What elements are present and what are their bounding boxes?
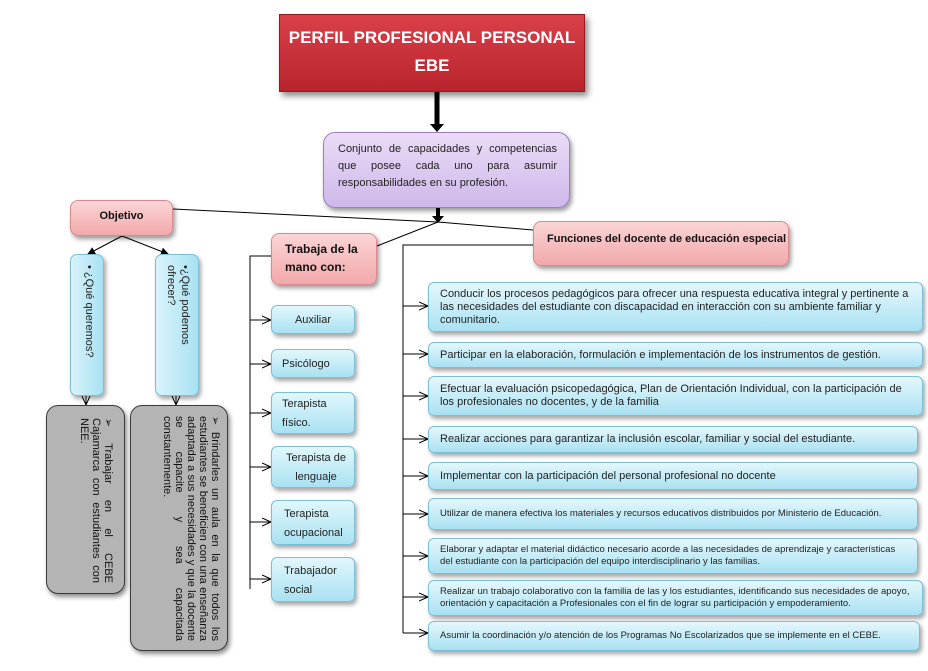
trabaja-box: Trabaja de la mano con: [271,233,377,285]
funcion-item-9: Asumir la coordinación y/o atención de l… [428,621,920,651]
funciones-box: Funciones del docente de educación espec… [533,221,789,266]
funcion-item-1: Conducir los procesos pedagógicos para o… [428,282,923,332]
question-text-1: • ¿Qué queremos? [83,265,95,358]
funcion-item-2: Participar en la elaboración, formulació… [428,342,923,368]
answer-text-1: ➢ Trabajar en el CEBE Cajamarca con estu… [78,418,114,583]
funcion-item-4: Realizar acciones para garantizar la inc… [428,426,918,453]
funcion-item-5: Implementar con la participación del per… [428,462,918,490]
title-box: PERFIL PROFESIONAL PERSONAL EBE [279,14,585,92]
title-line-2: EBE [414,56,450,75]
funcion-item-8: Realizar un trabajo colaborativo con la … [428,580,923,616]
concept-box: Conjunto de capacidades y competencias q… [323,132,570,208]
question-text-2: •¿Qué podemos ofrecer? [165,265,191,345]
answer-box-2: ➢ Brindarles un aula en la que todos los… [130,405,228,651]
funcion-item-6: Utilizar de manera efectiva los material… [428,498,918,530]
partner-terapista-ocupacional: Terapista ocupacional [271,500,355,545]
answer-box-1: ➢ Trabajar en el CEBE Cajamarca con estu… [46,405,125,594]
question-box-2: •¿Qué podemos ofrecer? [155,254,199,396]
partner-terapista-lenguaje: Terapista de lenguaje [271,446,355,488]
objetivo-box: Objetivo [70,200,173,236]
question-box-1: • ¿Qué queremos? [70,254,104,396]
partner-auxiliar: Auxiliar [271,305,355,334]
funcion-item-7: Elaborar y adaptar el material didáctico… [428,538,918,574]
funcion-item-3: Efectuar la evaluación psicopedagógica, … [428,376,923,416]
partner-psicologo: Psicólogo [271,349,355,378]
answer-text-2: ➢ Brindarles un aula en la que todos los… [161,416,221,641]
title-line-1: PERFIL PROFESIONAL PERSONAL [288,28,576,47]
partner-terapista-fisico: Terapista físico. [271,392,355,434]
partner-trabajador-social: Trabajador social [271,557,355,602]
